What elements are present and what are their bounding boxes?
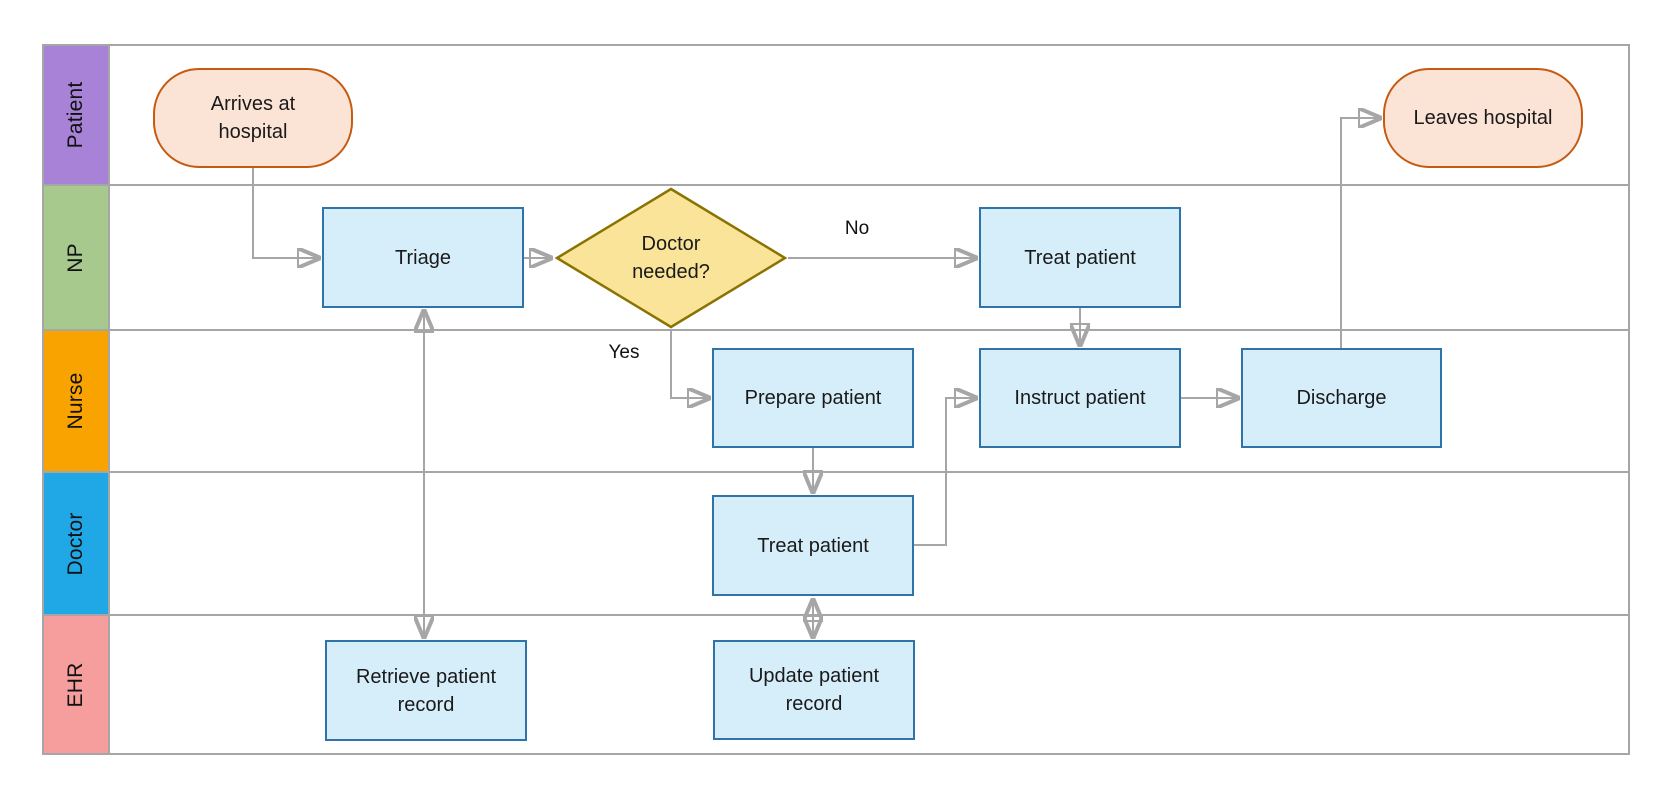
lane-doctor-title: Doctor bbox=[64, 511, 87, 576]
node-discharge-label: Discharge bbox=[1296, 387, 1387, 409]
lane-doctor-header: Doctor bbox=[44, 473, 110, 614]
lane-np: NP bbox=[44, 186, 1628, 331]
lane-patient-title: Patient bbox=[64, 81, 87, 149]
node-treat-patient-doctor: Treat patient bbox=[712, 495, 914, 596]
node-leaves-hospital-label: Leaves hospital bbox=[1413, 107, 1553, 129]
node-instruct-patient: Instruct patient bbox=[979, 348, 1181, 448]
node-update-patient-record: Update patient record bbox=[713, 640, 915, 740]
node-arrives-at-hospital-label: Arrives at hospital bbox=[210, 93, 296, 143]
lane-nurse-title: Nurse bbox=[64, 372, 87, 430]
edge-label-no: No bbox=[844, 218, 870, 239]
node-treat-patient-np: Treat patient bbox=[979, 207, 1181, 308]
decision-diamond-shape bbox=[554, 187, 788, 329]
node-decision-doctor-needed: Doctor needed? bbox=[554, 187, 788, 329]
node-prepare-patient-label: Prepare patient bbox=[744, 387, 882, 409]
node-triage: Triage bbox=[322, 207, 524, 308]
node-leaves-hospital: Leaves hospital bbox=[1383, 68, 1583, 168]
node-instruct-patient-label: Instruct patient bbox=[1014, 387, 1146, 409]
lane-np-title: NP bbox=[64, 242, 87, 273]
edge-label-yes: Yes bbox=[608, 342, 640, 363]
lane-ehr-title: EHR bbox=[64, 662, 87, 707]
node-retrieve-patient-record-label: Retrieve patient record bbox=[355, 665, 497, 716]
node-retrieve-patient-record: Retrieve patient record bbox=[325, 640, 527, 741]
lane-nurse-header: Nurse bbox=[44, 331, 110, 471]
node-update-patient-record-label: Update patient record bbox=[748, 665, 880, 715]
lane-np-header: NP bbox=[44, 186, 110, 329]
lane-ehr-header: EHR bbox=[44, 616, 110, 753]
node-decision-doctor-needed-label: Doctor needed? bbox=[632, 233, 710, 283]
node-treat-patient-np-label: Treat patient bbox=[1024, 246, 1136, 269]
node-triage-label: Triage bbox=[395, 246, 451, 269]
lane-patient-header: Patient bbox=[44, 46, 110, 184]
node-discharge: Discharge bbox=[1241, 348, 1442, 448]
node-arrives-at-hospital: Arrives at hospital bbox=[153, 68, 353, 168]
node-treat-patient-doctor-label: Treat patient bbox=[757, 534, 869, 557]
node-prepare-patient: Prepare patient bbox=[712, 348, 914, 448]
